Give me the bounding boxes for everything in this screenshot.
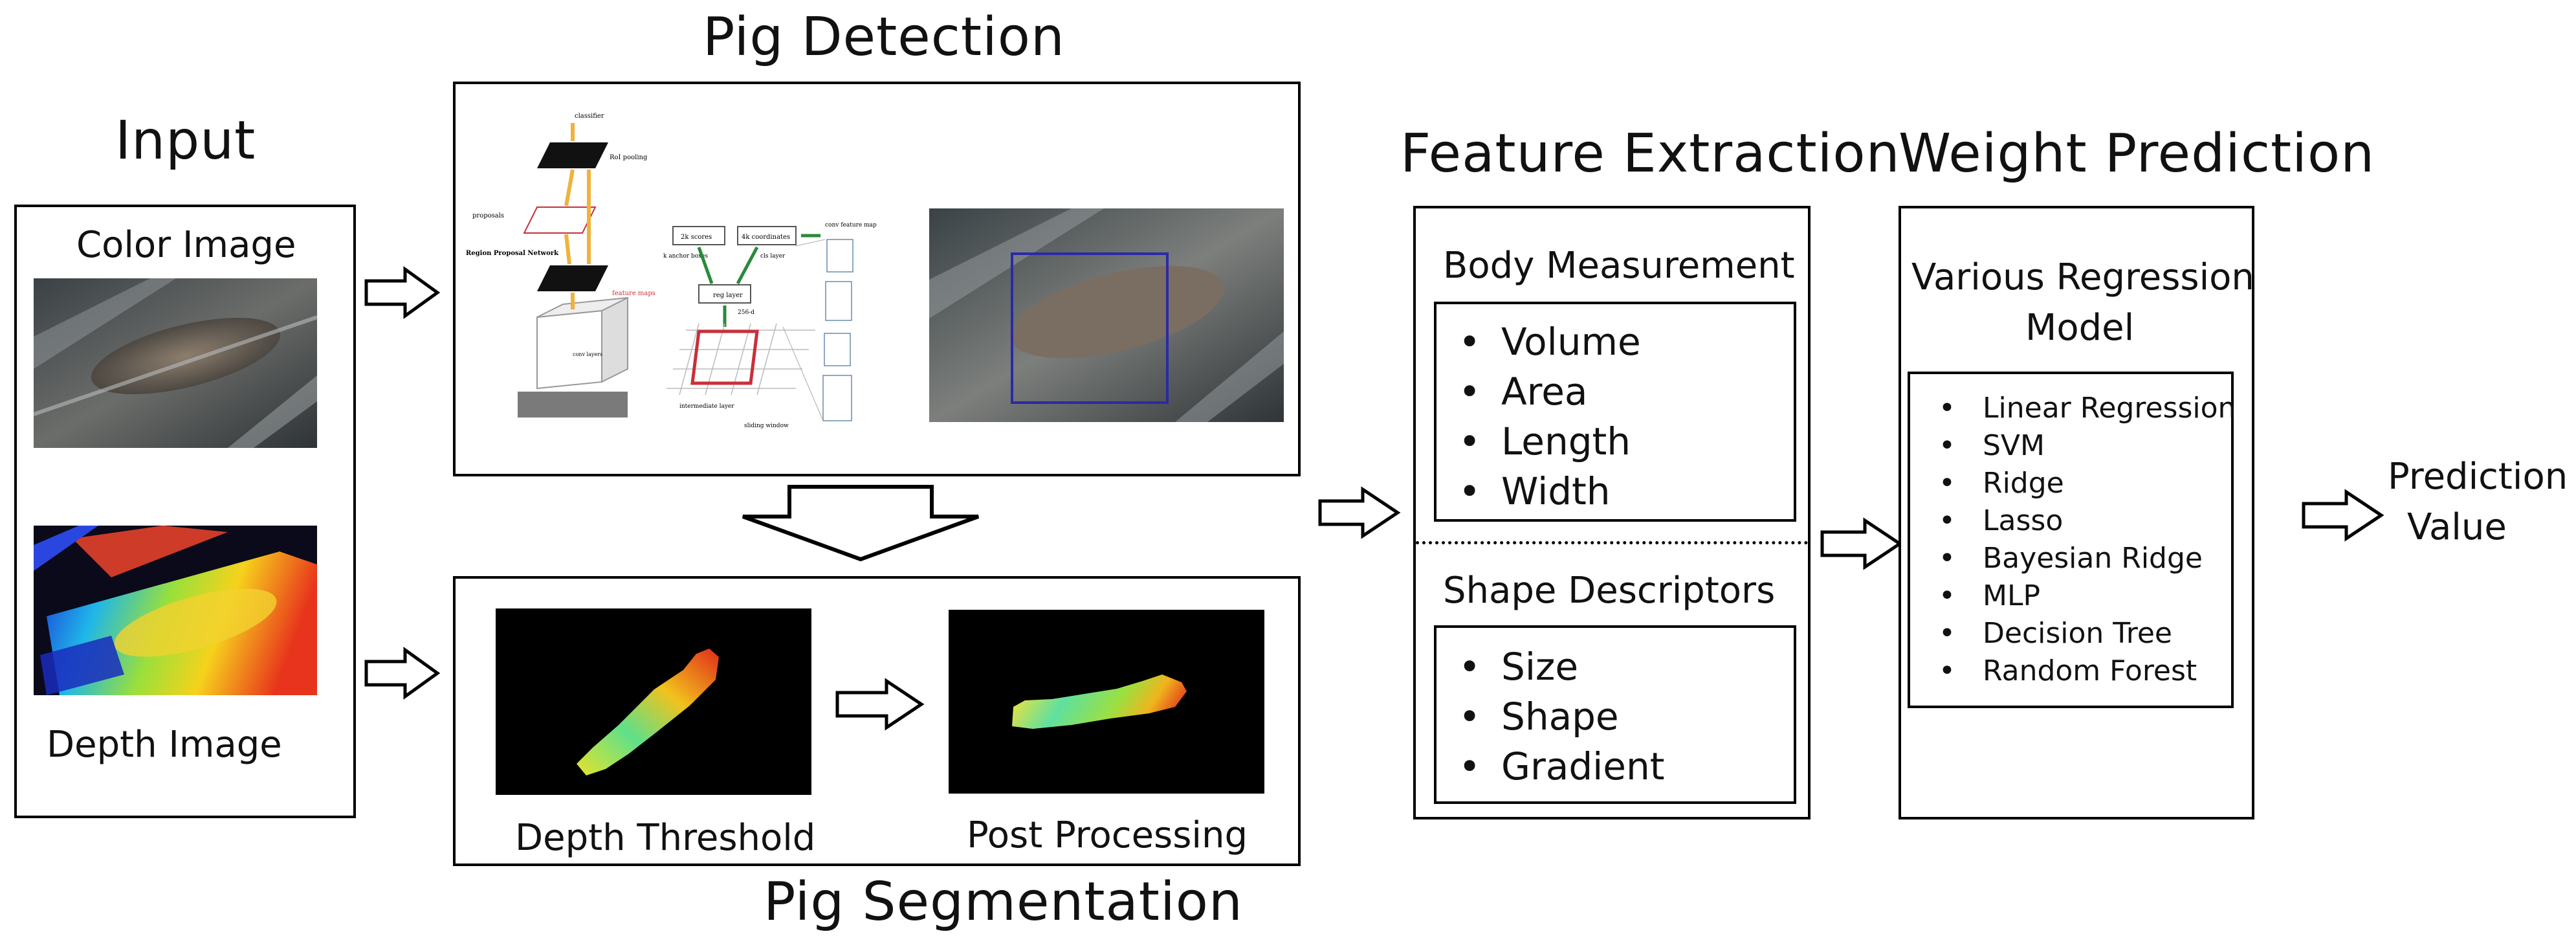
faster-rcnn-text: Region Proposal Network [466, 250, 559, 257]
body-item: •Width [1459, 469, 1611, 513]
body-item: •Volume [1459, 320, 1641, 364]
down-arrow [742, 485, 980, 562]
faster-rcnn-text: 2k scores [681, 234, 712, 241]
faster-rcnn-text: sliding window [744, 423, 789, 429]
prediction-value-line1: Prediction [2388, 456, 2568, 498]
model-item: •Random Forest [1939, 654, 2197, 687]
input-title: Input [115, 110, 256, 172]
segmentation-arrow [835, 678, 925, 731]
to-weight-prediction-arrow [1820, 517, 1903, 570]
pig-detection-title: Pig Detection [703, 6, 1065, 68]
faster-rcnn-diagram: classifier RoI pooling proposals Region … [466, 113, 877, 429]
post-processing-image [949, 610, 1264, 794]
body-measurement-box: •Volume •Area •Length •Width [1434, 302, 1796, 522]
post-processing-label: Post Processing [967, 814, 1248, 856]
shape-item: •Size [1459, 645, 1579, 689]
model-item: •MLP [1939, 579, 2041, 612]
faster-rcnn-text: conv layers [573, 351, 602, 357]
model-item: •Linear Regression [1939, 392, 2236, 425]
faster-rcnn-text: feature maps [612, 290, 655, 297]
depth-to-segmentation-arrow [364, 647, 441, 700]
depth-image-label: Depth Image [47, 724, 282, 766]
faster-rcnn-text: 256-d [738, 309, 754, 316]
weight-prediction-title: Weight Prediction [1899, 123, 2375, 184]
pig-segmentation-title: Pig Segmentation [764, 871, 1243, 933]
faster-rcnn-text: reg layer [713, 292, 743, 299]
detection-result-image [929, 208, 1284, 422]
faster-rcnn-text: classifier [575, 113, 604, 120]
faster-rcnn-text: k anchor boxes [663, 253, 708, 260]
faster-rcnn-text: proposals [472, 212, 504, 219]
model-item: •Lasso [1939, 504, 2064, 537]
faster-rcnn-text: cls layer [760, 253, 786, 260]
depth-threshold-label: Depth Threshold [515, 817, 816, 859]
depth-threshold-image [496, 608, 811, 795]
color-image-label: Color Image [76, 224, 296, 266]
color-to-detection-arrow [364, 266, 441, 319]
model-item: •Bayesian Ridge [1939, 542, 2203, 575]
body-item: •Area [1459, 370, 1588, 414]
model-item: •Decision Tree [1939, 617, 2172, 650]
to-feature-extraction-arrow [1318, 486, 1401, 539]
regression-heading-line2: Model [2025, 307, 2135, 349]
faster-rcnn-text: RoI pooling [610, 154, 648, 161]
faster-rcnn-text: conv feature map [825, 222, 877, 228]
shape-descriptors-heading: Shape Descriptors [1443, 570, 1776, 612]
model-item: •SVM [1939, 429, 2045, 462]
prediction-value-line2: Value [2407, 506, 2507, 548]
body-item: •Length [1459, 419, 1631, 463]
shape-descriptors-box: •Size •Shape •Gradient [1434, 625, 1796, 804]
section-divider [1416, 541, 1808, 544]
shape-item: •Shape [1459, 695, 1619, 739]
regression-models-box: •Linear Regression •SVM •Ridge •Lasso •B… [1908, 372, 2236, 708]
color-image [33, 278, 318, 448]
regression-heading-line1: Various Regression [1911, 256, 2254, 298]
feature-extraction-title: Feature Extraction [1400, 123, 1900, 184]
to-output-arrow [2302, 489, 2384, 542]
depth-image [34, 526, 317, 695]
faster-rcnn-text: intermediate layer [679, 403, 734, 410]
model-item: •Ridge [1939, 467, 2064, 500]
shape-item: •Gradient [1459, 744, 1665, 788]
body-measurement-heading: Body Measurement [1443, 245, 1795, 287]
faster-rcnn-text: 4k coordinates [742, 234, 790, 241]
